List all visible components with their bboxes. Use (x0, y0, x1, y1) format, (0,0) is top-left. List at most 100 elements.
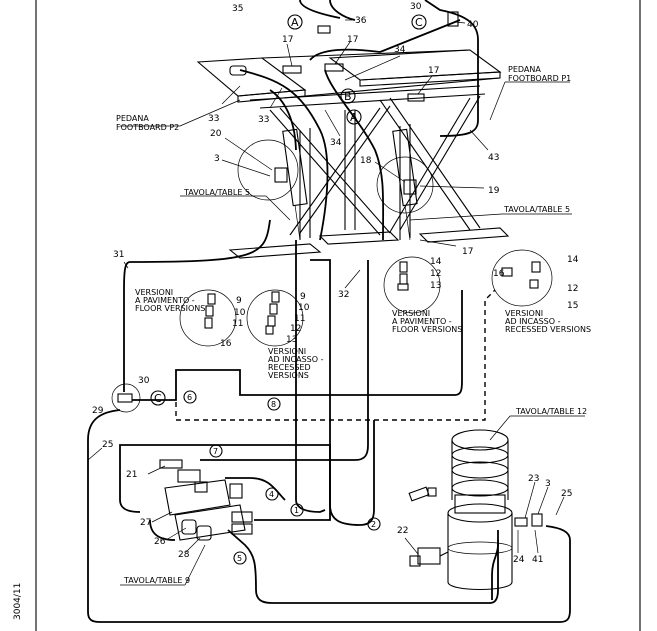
part-number: 41 (532, 555, 543, 565)
part-number: 40 (467, 20, 479, 30)
svg-text:6: 6 (187, 393, 192, 402)
circled-number-7: 7 (209, 444, 223, 458)
detail-circle-3 (237, 139, 299, 201)
part-number: 23 (528, 474, 539, 484)
part-number: 30 (410, 2, 422, 12)
circled-number-6: 6 (183, 390, 197, 404)
svg-text:2: 2 (371, 520, 376, 529)
svg-text:A: A (291, 16, 299, 29)
part-number: 11 (232, 319, 243, 329)
detail-circle-mid-recessed (246, 289, 304, 347)
part-number: 36 (355, 16, 367, 26)
recessed-right-line1: VERSIONI (505, 309, 543, 318)
part-number: 13 (430, 281, 441, 291)
floor-right-line3: FLOOR VERSIONS (392, 325, 462, 334)
valve-block (159, 459, 253, 541)
part-numbers-bottom: 21 27 26 28 22 23 3 25 24 41 (126, 470, 572, 565)
circled-number-8: 8 (267, 397, 281, 411)
recessed-mid-line1: VERSIONI (268, 347, 306, 356)
part-number: 21 (126, 470, 137, 480)
part-number: 9 (236, 296, 242, 306)
pump-fitting-left (408, 486, 437, 502)
detail-circle-left-floor (179, 289, 237, 347)
leader-lines (87, 19, 585, 586)
circled-letter-a-top: A (287, 14, 303, 30)
part-number: 25 (561, 489, 572, 499)
part-numbers-top: 35 36 30 40 17 17 34 17 33 33 34 43 20 3… (208, 2, 500, 257)
svg-text:C: C (415, 16, 423, 29)
part-number: 33 (258, 115, 269, 125)
table12-label: TAVOLA/TABLE 12 (515, 407, 587, 416)
pedana-p1-line1: PEDANA (508, 65, 541, 74)
part-number: 10 (234, 308, 246, 318)
part-number: 14 (430, 257, 442, 267)
pedana-p2-line1: PEDANA (116, 114, 149, 123)
part-number: 16 (493, 269, 505, 279)
part-numbers-left-floor: 9 10 11 16 (220, 296, 246, 349)
part-number: 17 (282, 35, 293, 45)
pedana-p2-line2: FOOTBOARD P2 (116, 123, 179, 132)
solenoid-valve-22 (409, 547, 449, 567)
part-number: 34 (330, 138, 342, 148)
floor-right-line1: VERSIONI (392, 309, 430, 318)
pump-unit (447, 429, 543, 600)
svg-text:7: 7 (213, 447, 218, 456)
part-number: 9 (300, 292, 306, 302)
circled-number-1: 1 (290, 503, 304, 517)
svg-text:5: 5 (237, 554, 242, 563)
recessed-right-line2: AD INCASSO - (505, 317, 561, 326)
floor-right-line2: A PAVIMENTO - (392, 317, 452, 326)
part-number: 3 (545, 479, 551, 489)
part-numbers-right-recessed: 16 14 12 15 (493, 255, 579, 311)
detail-circle-19 (376, 156, 434, 214)
part-number: 18 (360, 156, 372, 166)
circled-number-5: 5 (233, 551, 247, 565)
part-number: 25 (102, 440, 113, 450)
part-number: 34 (394, 45, 406, 55)
part-number: 26 (154, 537, 166, 547)
doc-code: 3004/11 (13, 583, 23, 620)
pedana-p1-line2: FOOTBOARD P1 (508, 74, 571, 83)
svg-text:A: A (350, 111, 358, 124)
part-number: 11 (294, 314, 305, 324)
part-number: 17 (462, 247, 473, 257)
part-numbers-mid-recessed: 9 10 11 12 13 (286, 292, 310, 345)
part-number: 17 (428, 66, 439, 76)
recessed-mid-line3: RECESSED (268, 363, 311, 372)
part-number: 29 (92, 406, 104, 416)
svg-text:8: 8 (271, 400, 276, 409)
part-number: 24 (513, 555, 525, 565)
circled-number-2: 2 (367, 517, 381, 531)
lift-structure (196, 49, 510, 259)
part-number: 10 (298, 303, 310, 313)
part-number: 12 (430, 269, 441, 279)
svg-text:C: C (154, 392, 162, 405)
part-number: 27 (140, 518, 151, 528)
part-number: 31 (113, 250, 124, 260)
part-numbers-side: 31 32 30 29 25 (92, 250, 349, 450)
circled-letter-b: B (340, 88, 356, 104)
part-number: 14 (567, 255, 579, 265)
svg-text:B: B (344, 90, 352, 103)
part-number: 20 (210, 129, 222, 139)
part-number: 16 (220, 339, 232, 349)
circled-letter-c-top: C (411, 14, 427, 30)
recessed-right-line3: RECESSED VERSIONS (505, 325, 591, 334)
detail-circle-right-recessed (491, 249, 553, 307)
detail-circle-right-floor (383, 256, 441, 314)
floor-left-line2: A PAVIMENTO - (135, 296, 195, 305)
circled-number-4: 4 (265, 487, 279, 501)
table9-label: TAVOLA/TABLE 9 (123, 576, 190, 585)
part-number: 12 (290, 324, 301, 334)
detail-circle-29 (111, 383, 141, 413)
part-numbers-right-floor: 14 12 13 (430, 257, 442, 291)
table5-left-label: TAVOLA/TABLE 5 (183, 188, 250, 197)
part-number: 35 (232, 4, 243, 14)
svg-text:1: 1 (294, 506, 299, 515)
part-number: 17 (347, 35, 358, 45)
circled-letter-c-left: C (150, 390, 166, 406)
recessed-mid-line2: AD INCASSO - (268, 355, 324, 364)
part-number: 3 (214, 154, 220, 164)
